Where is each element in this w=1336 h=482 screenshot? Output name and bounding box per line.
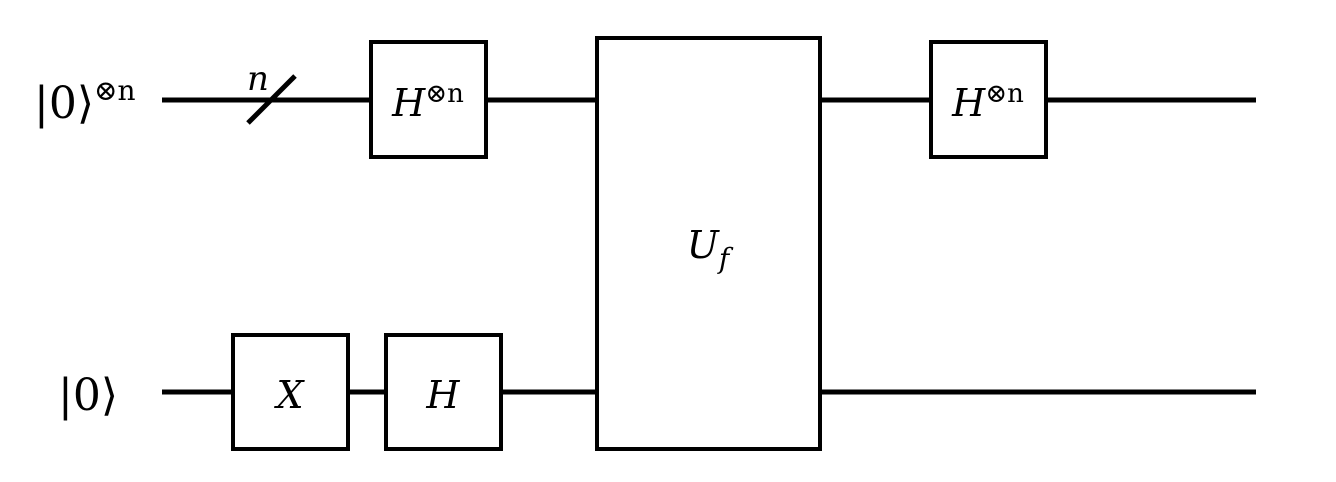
x-gate: X <box>231 333 350 451</box>
h-gate-bottom: H <box>384 333 503 451</box>
bundle-slash <box>246 74 297 125</box>
oracle-gate-base: U <box>687 223 721 267</box>
h-gate-bottom-label: H <box>425 373 460 417</box>
h-gate-top-first-base: H <box>391 81 426 125</box>
svg-text:H⊗n: H⊗n <box>951 79 1024 125</box>
h-gate-top-second: H⊗n <box>929 40 1048 159</box>
svg-text:H⊗n: H⊗n <box>391 79 464 125</box>
x-gate-label: X <box>273 373 305 417</box>
register-bottom-label: |0⟩ <box>58 370 118 421</box>
h-gate-top-second-base: H <box>951 81 986 125</box>
oracle-gate: Uf <box>595 36 822 451</box>
h-gate-top-first: H⊗n <box>369 40 488 159</box>
register-top-ket: |0⟩ <box>34 78 94 129</box>
h-gate-top-second-power: ⊗n <box>985 79 1024 109</box>
register-top-label: |0⟩⊗n <box>34 74 135 129</box>
h-gate-top-first-power: ⊗n <box>425 79 464 109</box>
register-top-power: ⊗n <box>94 74 136 107</box>
bundle-label: n <box>247 59 269 99</box>
